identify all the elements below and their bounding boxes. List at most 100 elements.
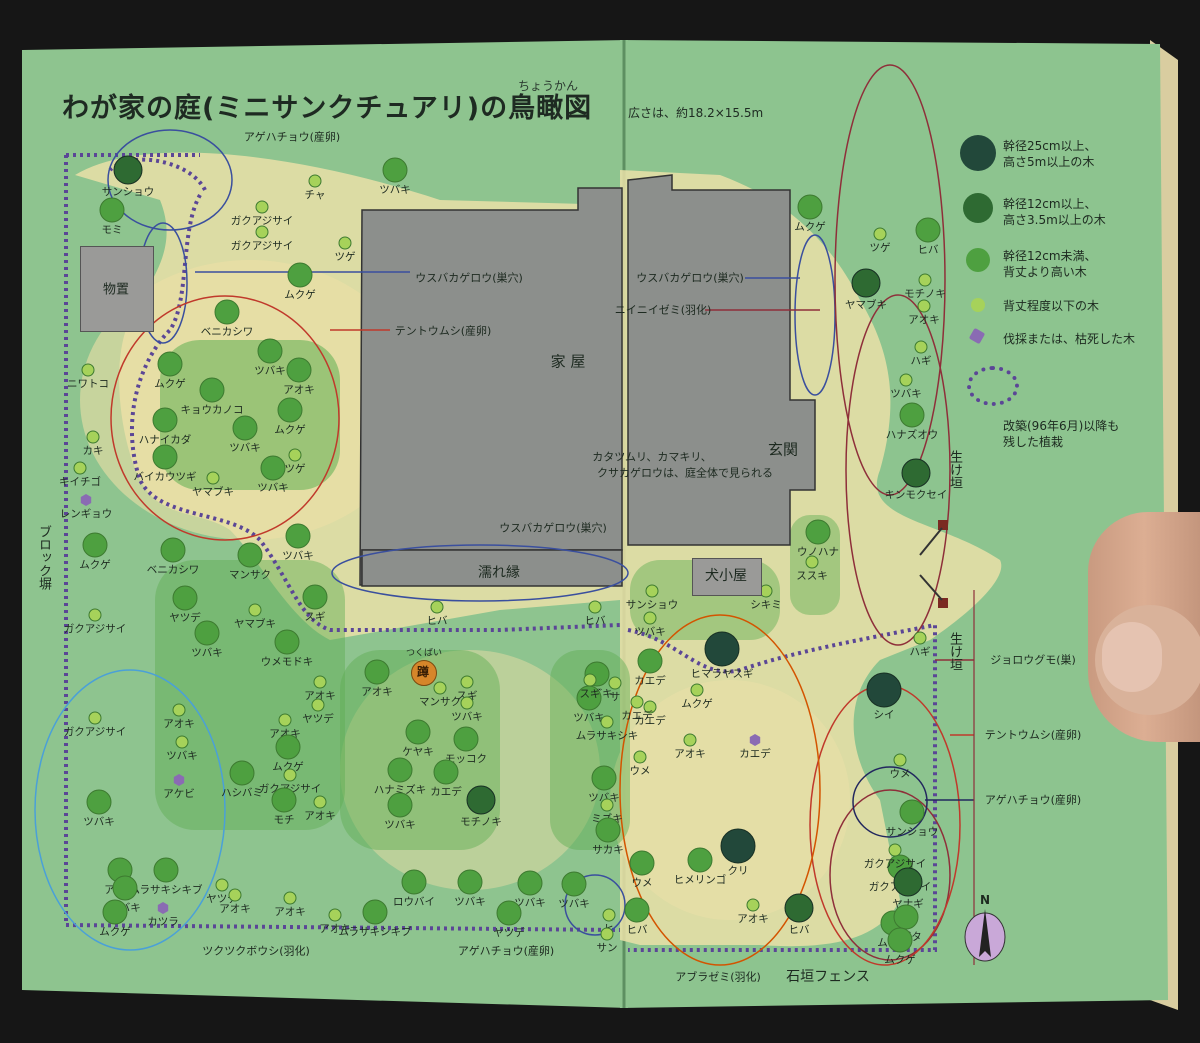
creature-agehacho-top: アゲハチョウ(産卵) <box>243 130 341 144</box>
tree-marker <box>80 494 92 506</box>
tree-label: ロウバイ <box>393 896 435 908</box>
tree-marker <box>401 869 427 895</box>
tree-marker <box>206 471 220 485</box>
tree-label: ヒバ <box>585 615 606 627</box>
tree-label: アオキ <box>361 686 393 698</box>
tree-marker <box>286 357 312 383</box>
tree-marker <box>173 774 185 786</box>
north-arrow-icon <box>964 909 1006 962</box>
tree-label: ガクアジサイ <box>231 215 294 227</box>
basin-label: 蹲 <box>416 665 430 679</box>
tree-label: ヤマブキ <box>845 298 887 311</box>
tree-marker <box>430 600 444 614</box>
tree-label: ガクアジサイ <box>231 240 294 252</box>
tree-marker <box>687 847 713 873</box>
tree-marker <box>313 675 327 689</box>
tree-marker <box>277 397 303 423</box>
tree-marker <box>257 338 283 364</box>
house-note-2: クサカゲロウは、庭全体で見られる <box>597 466 773 480</box>
legend-item-3: 幹径12cm未満、背丈より高い木 <box>1003 249 1097 280</box>
tree-marker <box>157 902 169 914</box>
tree-label: ツバキ <box>229 442 261 454</box>
tree-marker <box>496 900 522 926</box>
tree-label: ムクゲ <box>154 378 186 390</box>
tree-marker <box>633 750 647 764</box>
tree-marker <box>160 537 186 563</box>
tree-label: ムクゲ <box>272 761 304 773</box>
tree-marker <box>466 785 496 815</box>
tree-label: ムクゲ <box>681 698 713 710</box>
creature-usubakagero-3: ウスバカゲロウ(巣穴) <box>499 521 607 535</box>
tree-marker <box>113 155 143 185</box>
tree-marker <box>595 817 621 843</box>
tree-marker <box>643 611 657 625</box>
tree-label: カエデ <box>739 747 771 760</box>
tree-marker <box>643 700 657 714</box>
basin-marker <box>411 660 437 686</box>
tree-marker <box>888 843 902 857</box>
tree-label: サ <box>610 691 621 703</box>
tree-label: アオキ <box>674 748 706 760</box>
tree-marker <box>260 455 286 481</box>
tree-marker <box>600 798 614 812</box>
tree-label: ヒバ <box>627 924 648 936</box>
tree-label: ツバキ <box>384 819 416 831</box>
tree-label: ヤツデ <box>493 926 525 939</box>
tree-marker <box>283 891 297 905</box>
tree-label: ガクアジサイ <box>864 858 927 870</box>
tree-marker <box>630 695 644 709</box>
tree-marker <box>82 532 108 558</box>
creature-usubakagero-2: ウスバカゲロウ(巣穴) <box>636 271 744 285</box>
tree-label: アオキ <box>219 903 251 915</box>
tree-marker <box>893 867 923 897</box>
tree-marker <box>328 908 342 922</box>
tree-marker <box>194 620 220 646</box>
legend-swatch-large <box>960 135 996 171</box>
tree-label: ハギ <box>910 646 931 658</box>
tree-label: ムクゲ <box>284 289 316 301</box>
tree-marker <box>893 753 907 767</box>
tree-label: ハギ <box>911 355 932 367</box>
legend-swatch-small <box>966 248 990 272</box>
tree-label: アオキ <box>283 384 315 396</box>
tree-label: スギ <box>457 690 478 702</box>
tree-label: ヒマラヤスギ <box>691 668 754 680</box>
tree-marker <box>287 262 313 288</box>
tree-marker <box>86 430 100 444</box>
tree-label: ヤツデ <box>169 611 201 624</box>
creature-aburazemi: アブラゼミ(羽化) <box>675 970 761 984</box>
tree-marker <box>387 757 413 783</box>
north-label: N <box>979 893 991 907</box>
tree-marker <box>229 760 255 786</box>
tree-marker <box>704 631 740 667</box>
tree-label: スギ <box>305 611 326 623</box>
tree-label: シキミ <box>750 599 782 611</box>
tree-label: ツバキ <box>890 388 922 400</box>
tree-marker <box>683 733 697 747</box>
tree-label: アオキ <box>304 690 336 702</box>
tree-marker <box>387 792 413 818</box>
tree-marker <box>433 681 447 695</box>
tree-marker <box>914 340 928 354</box>
tree-label: アオキ <box>908 314 940 326</box>
tree-label: キンモクセイ <box>885 489 948 501</box>
legend-item-6: 改築(96年6月)以降も残した植栽 <box>1003 419 1120 450</box>
tree-label: ツバキ <box>379 184 411 196</box>
tree-marker <box>232 415 258 441</box>
tree-label: ツゲ <box>285 463 306 475</box>
tree-label: ヒメリンゴ <box>674 873 727 886</box>
tree-label: ススキ <box>796 570 828 582</box>
legend-swatch-mid <box>963 193 993 223</box>
basin-ruby: つくばい <box>405 648 443 659</box>
entrance-label: 玄関 <box>767 440 799 459</box>
tree-marker <box>215 878 229 892</box>
tree-label: サンショウ <box>626 599 679 611</box>
tree-label: ウノハナ <box>797 546 839 558</box>
tree-marker <box>917 299 931 313</box>
tree-marker <box>899 799 925 825</box>
tree-label: ムラサキシキ <box>576 730 638 742</box>
tree-marker <box>153 857 179 883</box>
tree-label: アオキ <box>163 718 195 730</box>
tree-marker <box>308 174 322 188</box>
tree-marker <box>88 608 102 622</box>
